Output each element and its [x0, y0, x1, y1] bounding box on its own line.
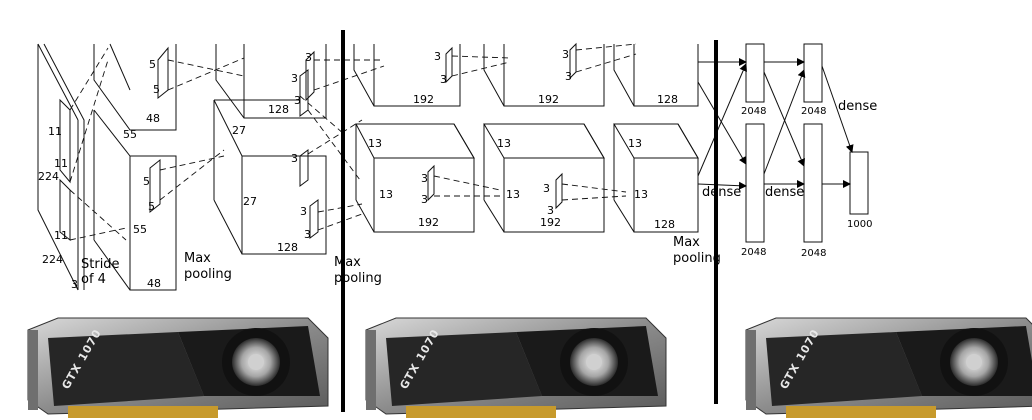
label-input-11a: 11 — [48, 125, 62, 138]
label-c1-55a: 55 — [123, 128, 137, 141]
label-c2-27a: 27 — [232, 124, 246, 137]
label-dense2: dense — [765, 185, 804, 200]
gpu-image-1: GTX 1070 — [27, 317, 329, 419]
conv4-volume — [483, 42, 637, 233]
dense-layers — [697, 43, 869, 243]
label-stride-of: of 4 — [81, 272, 106, 287]
label-c4-3d: 3 — [547, 204, 554, 217]
label-input-224b: 224 — [42, 253, 63, 266]
label-pool1: pooling — [184, 267, 232, 282]
label-c3-3c: 3 — [421, 172, 428, 185]
label-pool2: pooling — [334, 271, 382, 286]
label-c1-48a: 48 — [146, 112, 160, 125]
label-c5-13b: 13 — [634, 188, 648, 201]
label-input-3: 3 — [71, 278, 78, 291]
label-fc-2048b: 2048 — [741, 247, 766, 258]
label-c2-3f: 3 — [304, 228, 311, 241]
label-c2-3c: 3 — [294, 94, 301, 107]
label-c2-3b: 3 — [291, 72, 298, 85]
label-fc-2048c: 2048 — [801, 106, 826, 117]
conv5-volume — [613, 44, 699, 233]
label-c2-3a: 3 — [305, 51, 312, 64]
label-c1-5c: 5 — [143, 175, 150, 188]
label-input-224a: 224 — [38, 170, 59, 183]
label-c4-192b: 192 — [540, 216, 561, 229]
label-c1-5b: 5 — [153, 83, 160, 96]
label-c3-3a: 3 — [434, 50, 441, 63]
label-c2-27b: 27 — [243, 195, 257, 208]
label-c4-3c: 3 — [543, 182, 550, 195]
gpu-image-2: GTX 1070 — [365, 317, 667, 419]
label-max1: Max — [184, 251, 211, 266]
gpu-image-3: GTX 1070 — [745, 317, 1032, 419]
label-c1-5d: 5 — [148, 200, 155, 213]
label-out-1000: 1000 — [847, 219, 872, 230]
label-c3-13a: 13 — [368, 137, 382, 150]
label-stride: Stride — [81, 257, 120, 272]
conv1-volume — [93, 43, 245, 291]
label-c4-13b: 13 — [506, 188, 520, 201]
label-c4-3b: 3 — [565, 70, 572, 83]
label-c5-13a: 13 — [628, 137, 642, 150]
label-c1-5a: 5 — [149, 58, 156, 71]
label-c5-128b: 128 — [654, 218, 675, 231]
label-c2-3e: 3 — [300, 205, 307, 218]
label-c2-3d: 3 — [291, 152, 298, 165]
label-c5-128a: 128 — [657, 93, 678, 106]
label-dense3: dense — [838, 99, 877, 114]
label-c3-13b: 13 — [379, 188, 393, 201]
label-c4-192a: 192 — [538, 93, 559, 106]
label-c3-192a: 192 — [413, 93, 434, 106]
label-pool3: pooling — [673, 251, 721, 266]
label-input-11c: 11 — [54, 229, 68, 242]
conv3-volume — [353, 44, 511, 233]
label-c3-3b: 3 — [440, 73, 447, 86]
input-volume — [37, 43, 127, 291]
label-c1-55b: 55 — [133, 223, 147, 236]
conv2-volume — [213, 44, 385, 255]
label-c1-48b: 48 — [147, 277, 161, 290]
label-c3-3d: 3 — [421, 193, 428, 206]
label-c4-3a: 3 — [562, 48, 569, 61]
label-fc-2048a: 2048 — [741, 106, 766, 117]
label-input-11b: 11 — [54, 157, 68, 170]
label-c3-192b: 192 — [418, 216, 439, 229]
label-dense1: dense — [702, 185, 741, 200]
label-c4-13a: 13 — [497, 137, 511, 150]
label-c2-128a: 128 — [268, 103, 289, 116]
label-fc-2048d: 2048 — [801, 248, 826, 259]
label-max2: Max — [334, 255, 361, 270]
label-max3: Max — [673, 235, 700, 250]
label-c2-128b: 128 — [277, 241, 298, 254]
